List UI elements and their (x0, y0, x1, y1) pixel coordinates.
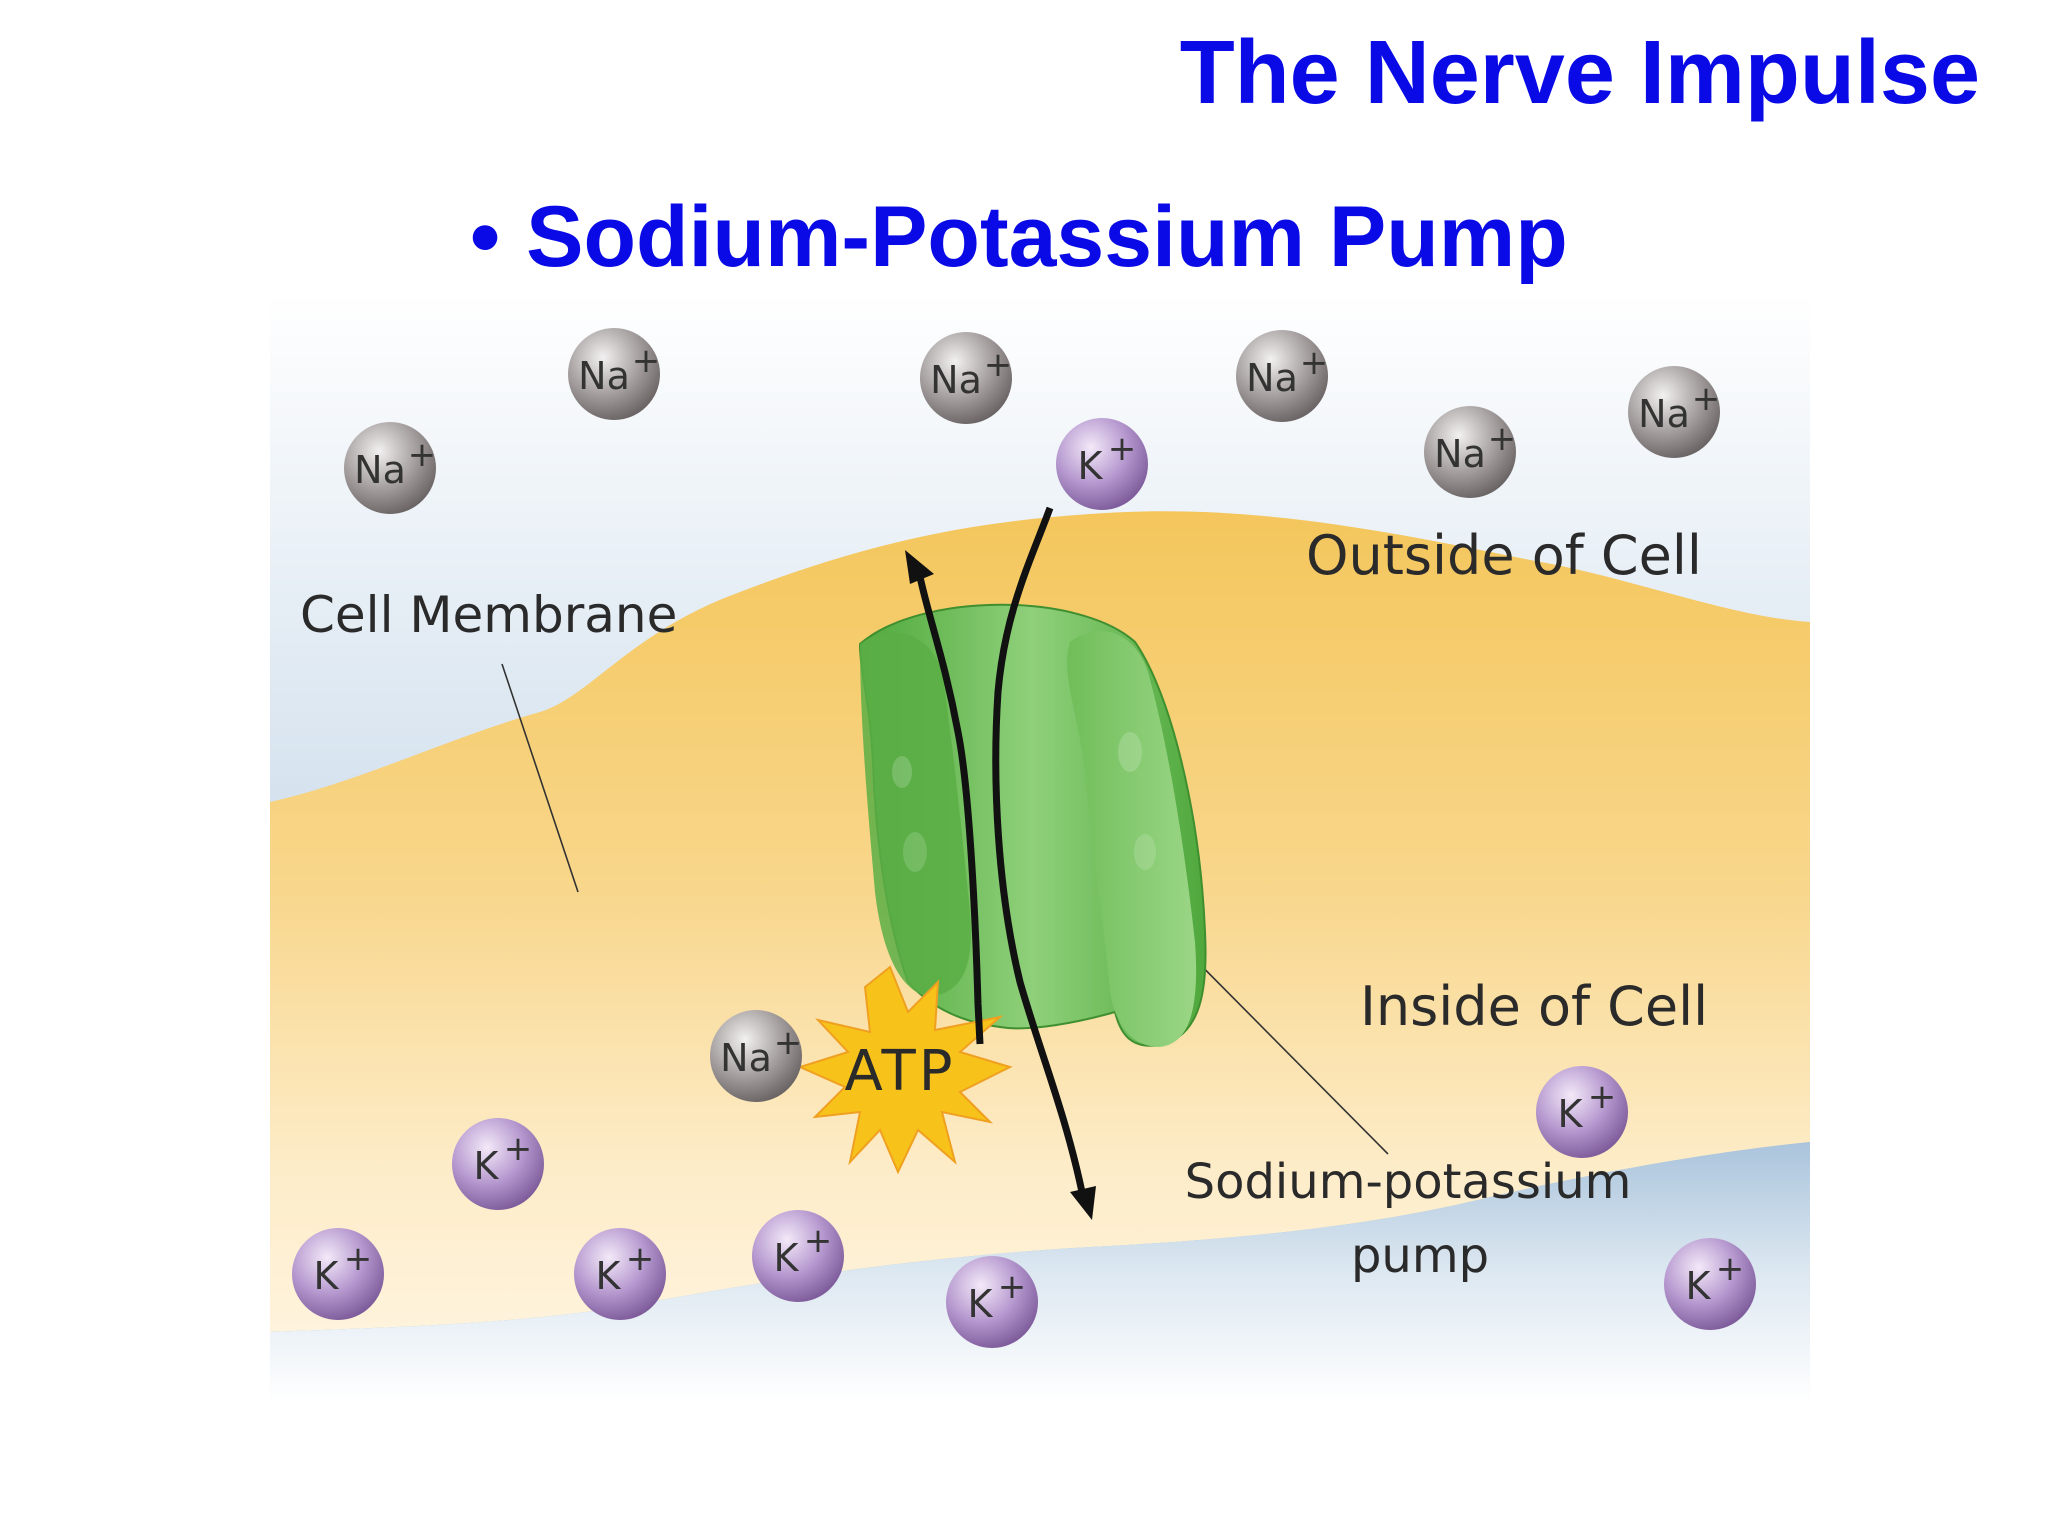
svg-text:+: + (632, 341, 661, 381)
sodium-arrowhead (905, 550, 934, 584)
cell-membrane-label: Cell Membrane (300, 586, 677, 644)
svg-text:K: K (1686, 1264, 1712, 1308)
svg-text:Na: Na (1638, 392, 1690, 436)
svg-text:+: + (998, 1267, 1027, 1307)
svg-text:+: + (1588, 1077, 1617, 1117)
pump-label-line1: Sodium-potassium (1185, 1154, 1632, 1210)
slide-title: The Nerve Impulse (1179, 23, 1980, 123)
potassium-ion: K + (752, 1210, 844, 1302)
svg-text:K: K (596, 1254, 622, 1298)
sodium-ion: Na + (344, 422, 436, 514)
svg-text:Na: Na (1434, 432, 1486, 476)
outside-of-cell-label: Outside of Cell (1306, 524, 1702, 587)
potassium-arrowhead (1070, 1186, 1096, 1220)
potassium-ion: K + (574, 1228, 666, 1320)
transport-arrows (905, 506, 1096, 1220)
svg-text:K: K (314, 1254, 340, 1298)
svg-text:Na: Na (930, 358, 982, 402)
pump-label-line2: pump (1351, 1228, 1489, 1284)
svg-text:+: + (1488, 419, 1517, 459)
membrane-pointer-line (501, 663, 579, 893)
svg-text:+: + (1300, 343, 1329, 383)
svg-text:K: K (774, 1236, 800, 1280)
sodium-outbound-arrow (916, 576, 984, 1045)
svg-text:+: + (1716, 1249, 1745, 1289)
svg-text:+: + (408, 435, 437, 475)
svg-text:+: + (984, 345, 1013, 385)
potassium-ion: K + (452, 1118, 544, 1210)
pump-protein (858, 603, 1207, 1047)
svg-text:K: K (474, 1144, 500, 1188)
svg-text:K: K (1558, 1092, 1584, 1136)
svg-text:Na: Na (578, 354, 630, 398)
sodium-ion: Na + (1424, 406, 1516, 498)
svg-text:Na: Na (1246, 356, 1298, 400)
svg-text:+: + (626, 1239, 655, 1279)
atp-burst: ATP (797, 965, 1013, 1175)
sodium-ion: Na + (710, 1010, 802, 1102)
svg-text:+: + (1108, 429, 1137, 469)
sodium-ion: Na + (1628, 366, 1720, 458)
svg-text:+: + (774, 1023, 803, 1063)
intracellular-fluid (270, 1142, 1810, 1404)
svg-text:+: + (804, 1221, 833, 1261)
potassium-ion: K + (1056, 418, 1148, 510)
svg-text:+: + (1692, 379, 1721, 419)
inside-of-cell-label: Inside of Cell (1360, 975, 1708, 1038)
svg-text:Na: Na (354, 448, 406, 492)
atp-label: ATP (845, 1039, 956, 1104)
svg-text:+: + (344, 1239, 373, 1279)
sodium-potassium-pump-diagram: ATP Outside of Cell Cell Membrane Inside… (270, 292, 1810, 1404)
sodium-ion: Na + (920, 332, 1012, 424)
bullet-text: Sodium-Potassium Pump (526, 189, 1568, 285)
potassium-ion: K + (1536, 1066, 1628, 1158)
svg-text:K: K (968, 1282, 994, 1326)
svg-text:+: + (504, 1129, 533, 1169)
sodium-ion: Na + (1236, 330, 1328, 422)
potassium-ion: K + (292, 1228, 384, 1320)
svg-text:Na: Na (720, 1036, 772, 1080)
potassium-inbound-arrow (992, 506, 1086, 1193)
bullet-heading: • Sodium-Potassium Pump (470, 188, 1568, 287)
sodium-ion: Na + (568, 328, 660, 420)
svg-text:K: K (1078, 444, 1104, 488)
potassium-ion: K + (1664, 1238, 1756, 1330)
potassium-ion: K + (946, 1256, 1038, 1348)
bullet-dot: • (470, 189, 501, 285)
